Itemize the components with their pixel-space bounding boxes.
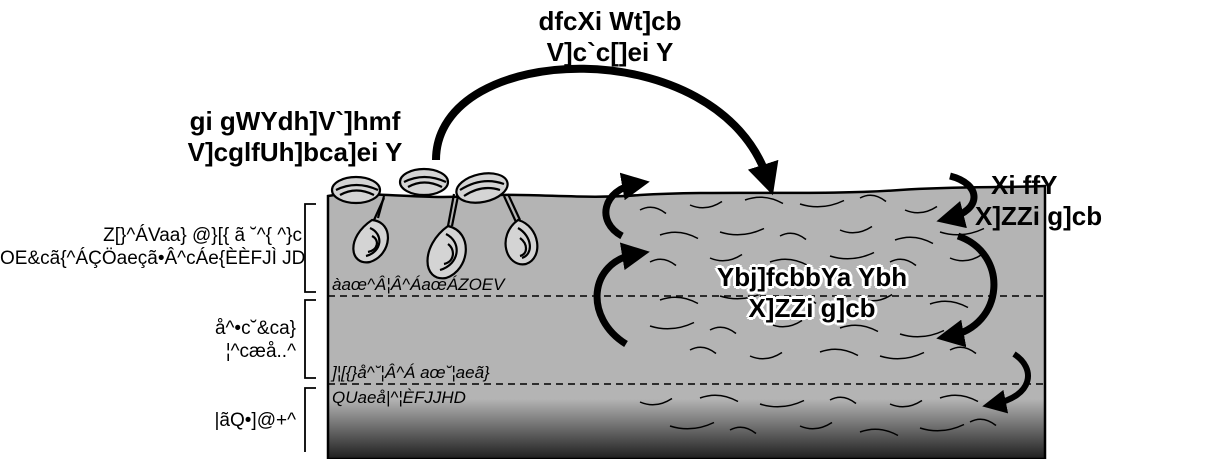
detritus-squiggle bbox=[799, 421, 833, 430]
mussel-icon bbox=[503, 193, 539, 266]
label-left-arrow-line1: gi gWYdh]V`]hmf bbox=[189, 106, 401, 136]
detritus-squiggles bbox=[639, 194, 997, 437]
detritus-squiggle bbox=[689, 346, 717, 355]
zone-label-deep: QUaeå|^¦ÈFJJHD bbox=[332, 388, 466, 407]
label-left-arrow: gi gWYdh]V`]hmf V]cglfUh]bca]ei Y bbox=[160, 106, 430, 168]
arrow-icon bbox=[936, 232, 998, 348]
detritus-squiggle bbox=[659, 231, 699, 240]
label-right-top-line1: Xi ffY bbox=[991, 170, 1058, 200]
detritus-squiggle bbox=[709, 253, 743, 262]
mussel-icon bbox=[398, 167, 450, 197]
detritus-squiggle bbox=[719, 227, 765, 236]
label-center-line1: Ybj]fcbbYa Ybh bbox=[716, 262, 908, 292]
detritus-squiggle bbox=[829, 251, 875, 260]
mussel-icon bbox=[352, 195, 389, 264]
detritus-squiggle bbox=[829, 396, 857, 405]
label-center-line2: X]ZZi g]cb bbox=[748, 293, 876, 324]
mussel-icon bbox=[426, 193, 467, 280]
arrow-icon bbox=[432, 64, 779, 196]
detritus-squiggle bbox=[639, 206, 667, 215]
detritus-squiggle bbox=[929, 300, 969, 309]
detritus-squiggle bbox=[719, 291, 765, 300]
label-left-arrow-line2: V]cglfUh]bca]ei Y bbox=[187, 137, 403, 168]
detritus-squiggle bbox=[819, 348, 859, 357]
zone-brackets bbox=[304, 203, 316, 452]
detritus-squiggle bbox=[744, 196, 784, 205]
side-label-zone2: å^•c˘&ca} ¦^cæå..^ bbox=[0, 318, 296, 364]
label-right-top-line2: X]ZZi g]cb bbox=[975, 201, 1103, 232]
detritus-squiggle bbox=[759, 399, 805, 408]
detritus-squiggle bbox=[659, 296, 699, 305]
detritus-squiggle bbox=[839, 324, 879, 333]
arrow-icon bbox=[982, 351, 1031, 414]
zone-label-middle: ]¦[{}å^˘¦Â^Á aœ˘¦aeã} bbox=[332, 363, 490, 382]
side-label-zone2-line2: ¦^cæå..^ bbox=[225, 340, 296, 362]
detritus-squiggle bbox=[894, 236, 934, 245]
detritus-squiggle bbox=[859, 428, 899, 437]
detritus-squiggle bbox=[904, 205, 938, 214]
label-top-arrow-line2: V]c`c[]ei Y bbox=[546, 37, 674, 68]
label-top-arrow: dfcXi Wt]cb V]c`c[]ei Y bbox=[500, 6, 720, 68]
detritus-squiggle bbox=[799, 199, 845, 208]
detritus-squiggle bbox=[949, 253, 983, 262]
side-label-zone2-line1: å^•c˘&ca} bbox=[214, 318, 296, 339]
detritus-squiggle bbox=[789, 296, 817, 305]
detritus-squiggle bbox=[669, 421, 715, 430]
detritus-squiggle bbox=[859, 293, 893, 302]
detritus-squiggle bbox=[729, 426, 757, 435]
mussel-icon bbox=[330, 175, 382, 205]
detritus-squiggle bbox=[889, 258, 917, 267]
side-label-zone3: |ãQ•]@+^ bbox=[0, 410, 296, 433]
detritus-squiggle bbox=[889, 399, 923, 408]
detritus-squiggle bbox=[769, 319, 803, 328]
mussel-icon bbox=[455, 172, 509, 204]
detritus-squiggle bbox=[749, 351, 783, 360]
zone-label-surface: àaœ^Â¦Â^ÁaœÁZOEV bbox=[332, 275, 505, 294]
detritus-squiggle bbox=[939, 394, 979, 403]
arrow-icon bbox=[602, 172, 650, 240]
label-top-arrow-line1: dfcXi Wt]cb bbox=[538, 6, 682, 36]
detritus-squiggle bbox=[949, 346, 977, 355]
detritus-squiggle bbox=[769, 258, 809, 267]
detritus-squiggle bbox=[879, 351, 925, 360]
label-right-top: Xi ffY X]ZZi g]cb bbox=[975, 170, 1215, 232]
arrow-icon bbox=[936, 172, 978, 229]
side-label-zone1-line1: Z[}^ÁVaa} @}[{ ã ˘^{ ^}c bbox=[103, 225, 302, 246]
detritus-squiggle bbox=[699, 394, 739, 403]
detritus-squiggle bbox=[859, 194, 887, 203]
detritus-squiggle bbox=[649, 321, 695, 330]
detritus-squiggle bbox=[839, 225, 873, 234]
detritus-squiggle bbox=[969, 418, 997, 427]
detritus-squiggle bbox=[649, 258, 677, 267]
detritus-squiggle bbox=[709, 326, 737, 335]
detritus-squiggle bbox=[919, 423, 965, 432]
side-label-zone3-line1: |ãQ•]@+^ bbox=[214, 410, 296, 431]
detritus-squiggle bbox=[639, 397, 673, 406]
label-center: Ybj]fcbbYa Ybh X]ZZi g]cb bbox=[672, 262, 952, 324]
arrow-icon bbox=[593, 242, 650, 347]
detritus-squiggle bbox=[779, 232, 807, 241]
side-label-zone1-line2: OE&cã{^ÁÇÖaeçã•Â^cÁe{ÈÈFJÌ JD bbox=[0, 247, 306, 269]
detritus-squiggle bbox=[689, 200, 723, 209]
side-label-zone1: Z[}^ÁVaa} @}[{ ã ˘^{ ^}c OE&cã{^ÁÇÖaeçã•… bbox=[0, 225, 306, 271]
